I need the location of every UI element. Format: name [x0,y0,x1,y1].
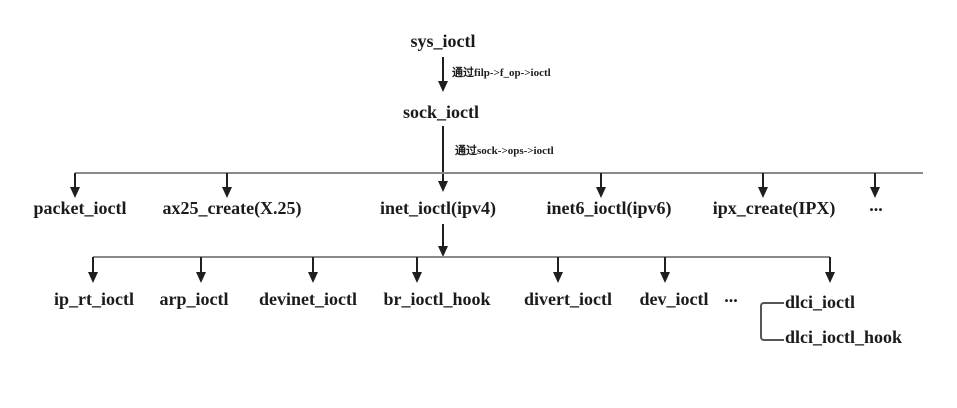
arrowhead-down-icon [825,272,835,283]
arrow-shaft [442,224,444,250]
arrowhead-down-icon [660,272,670,283]
arrowhead-down-icon [196,272,206,283]
arrow-to-arp-ioctl [195,257,207,283]
arrowhead-down-icon [438,181,448,192]
arrow-to-br-ioctl-hook [411,257,423,283]
arrow-shaft [226,173,228,191]
dlci-group-bracket [760,302,784,341]
connector-rail-level3 [75,172,923,174]
arrow-to-packet-ioctl [69,173,81,198]
arrow-shaft [416,257,418,276]
arrow-shaft [74,173,76,191]
arrowhead-down-icon [758,187,768,198]
arrow-to-ellipsis-level3 [869,173,881,198]
node-ellipsis-level4: ... [724,286,738,306]
node-sock-ioctl: sock_ioctl [403,102,479,122]
arrowhead-down-icon [88,272,98,283]
arrow-to-ax25-create [221,173,233,198]
arrow-shaft [829,257,831,276]
node-sys-ioctl: sys_ioctl [410,31,476,51]
node-arp-ioctl: arp_ioctl [159,289,229,309]
arrowhead-down-icon [438,81,448,92]
arrowhead-down-icon [70,187,80,198]
arrow-shaft [442,126,444,185]
node-dlci-ioctl-hook: dlci_ioctl_hook [785,327,903,347]
arrowhead-down-icon [553,272,563,283]
node-dlci-ioctl: dlci_ioctl [785,292,855,312]
arrow-shaft [92,257,94,276]
arrow-shaft [874,173,876,191]
arrow-shaft [664,257,666,276]
arrow-to-devinet-ioctl [307,257,319,283]
arrow-sys-to-sock [437,57,449,92]
arrowhead-down-icon [308,272,318,283]
arrow-shaft [312,257,314,276]
node-ax25-create: ax25_create(X.25) [162,198,302,218]
arrow-inet-to-level4 [437,224,449,257]
node-dev-ioctl: dev_ioctl [639,289,709,309]
arrow-shaft [762,173,764,191]
arrowhead-down-icon [870,187,880,198]
arrow-to-divert-ioctl [552,257,564,283]
arrow-shaft [200,257,202,276]
arrow-shaft [557,257,559,276]
arrow-shaft [442,57,444,85]
arrowhead-down-icon [412,272,422,283]
node-ip-rt-ioctl: ip_rt_ioctl [54,289,134,309]
arrow-to-ipx-create [757,173,769,198]
arrow-sock-to-inet [437,126,449,192]
edge-label-sock-ops-ioctl: 通过sock->ops->ioctl [455,145,554,157]
arrowhead-down-icon [438,246,448,257]
node-divert-ioctl: divert_ioctl [524,289,612,309]
node-inet-ioctl: inet_ioctl(ipv4) [380,198,496,218]
arrow-shaft [600,173,602,191]
node-packet-ioctl: packet_ioctl [33,198,127,218]
connector-rail-level4 [93,256,830,258]
node-inet6-ioctl: inet6_ioctl(ipv6) [546,198,672,218]
arrow-to-ip-rt-ioctl [87,257,99,283]
arrow-to-inet6-ioctl [595,173,607,198]
arrow-to-dev-ioctl [659,257,671,283]
arrowhead-down-icon [596,187,606,198]
node-br-ioctl-hook: br_ioctl_hook [383,289,491,309]
edge-label-filp-fop-ioctl: 通过filp->f_op->ioctl [452,67,551,79]
node-devinet-ioctl: devinet_ioctl [259,289,357,309]
node-ipx-create: ipx_create(IPX) [712,198,836,218]
arrow-to-dlci-ioctl [824,257,836,283]
node-ellipsis-level3: ... [869,195,883,215]
arrowhead-down-icon [222,187,232,198]
